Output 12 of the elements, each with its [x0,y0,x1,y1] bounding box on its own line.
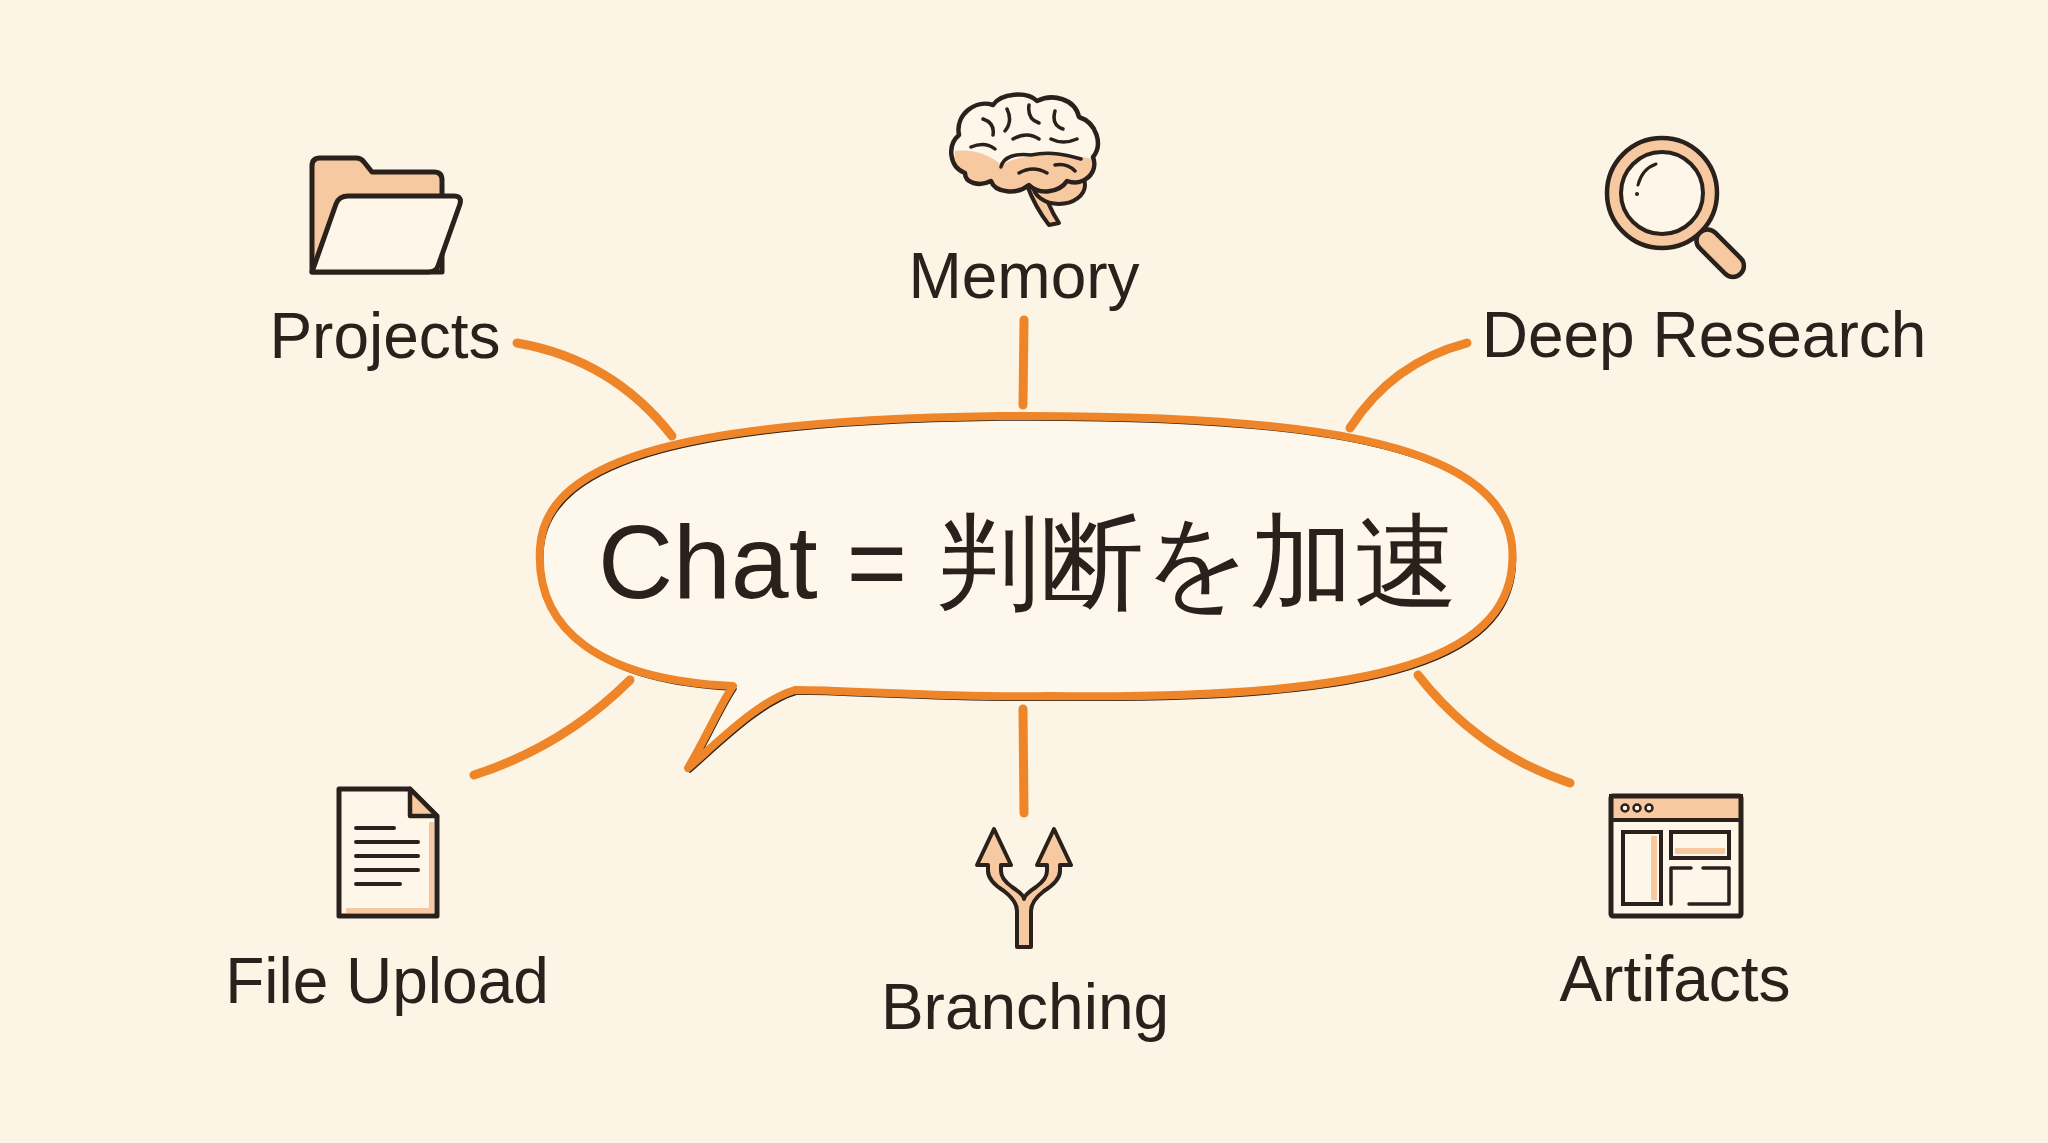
connector-line [1345,338,1472,433]
topic-label: Projects [269,299,501,373]
central-text: Chat = 判断を加速 [597,503,1459,622]
connector-line [469,675,635,780]
topic-label: Artifacts [1559,942,1791,1016]
topic-label: File Upload [225,944,549,1018]
connector-line [512,338,677,441]
connector-line [1018,315,1029,410]
connector-line [1413,670,1575,788]
topic-label: Memory [908,239,1140,313]
topic-label: Deep Research [1481,298,1927,372]
topic-label: Branching [880,970,1170,1044]
